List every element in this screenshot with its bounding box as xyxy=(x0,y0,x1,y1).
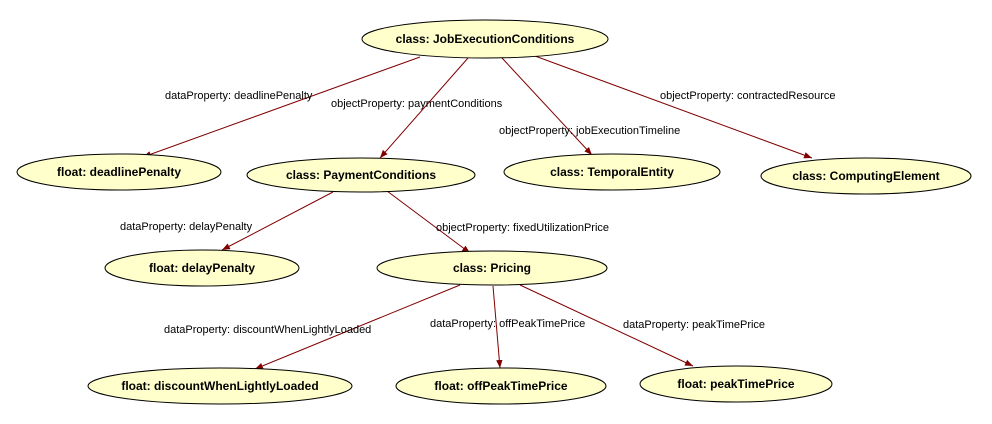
node-peak-time-price[interactable]: float: peakTimePrice xyxy=(639,365,833,403)
edge-label-pricing-peak: dataProperty: peakTimePrice xyxy=(623,319,765,331)
edge-label-job-deadline: dataProperty: deadlinePenalty xyxy=(165,90,313,102)
node-label: float: deadlinePenalty xyxy=(57,165,181,179)
edge-label-pricing-offpeak: dataProperty: offPeakTimePrice xyxy=(430,318,585,330)
node-ellipse xyxy=(760,157,972,195)
node-ellipse xyxy=(104,249,300,287)
edge-label-payment-delay: dataProperty: delayPenalty xyxy=(120,221,253,233)
node-label: float: peakTimePrice xyxy=(677,377,794,391)
node-label: float: discountWhenLightlyLoaded xyxy=(121,379,318,393)
node-deadline-penalty[interactable]: float: deadlinePenalty xyxy=(16,153,222,191)
node-label: float: offPeakTimePrice xyxy=(434,379,567,393)
node-ellipse xyxy=(361,19,609,59)
edge-payment-pricing xyxy=(386,190,471,254)
edges xyxy=(142,55,813,370)
node-label: float: delayPenalty xyxy=(149,261,255,275)
node-ellipse xyxy=(16,153,222,191)
node-delay-penalty[interactable]: float: delayPenalty xyxy=(104,249,300,287)
node-ellipse xyxy=(395,367,607,405)
edge-label-job-computing: objectProperty: contractedResource xyxy=(660,90,835,102)
edge-label-pricing-discount: dataProperty: discountWhenLightlyLoaded xyxy=(164,324,371,336)
node-ellipse xyxy=(639,365,833,403)
node-ellipse xyxy=(376,250,608,286)
edge-label-job-payment: objectProperty: paymentConditions xyxy=(331,98,503,110)
node-ellipse xyxy=(87,367,353,405)
node-payment-conditions[interactable]: class: PaymentConditions xyxy=(246,157,476,193)
node-job-execution-conditions[interactable]: class: JobExecutionConditions xyxy=(361,19,609,59)
edge-payment-delay xyxy=(221,191,334,251)
edge-job-temporal xyxy=(501,57,593,156)
node-temporal-entity[interactable]: class: TemporalEntity xyxy=(503,153,721,191)
node-ellipse xyxy=(503,153,721,191)
node-discount-when-lightly-loaded[interactable]: float: discountWhenLightlyLoaded xyxy=(87,367,353,405)
node-computing-element[interactable]: class: ComputingElement xyxy=(760,157,972,195)
node-label: class: Pricing xyxy=(453,261,531,275)
node-ellipse xyxy=(246,157,476,193)
node-off-peak-time-price[interactable]: float: offPeakTimePrice xyxy=(395,367,607,405)
node-label: class: JobExecutionConditions xyxy=(396,32,575,46)
edge-label-payment-pricing: objectProperty: fixedUtilizationPrice xyxy=(436,222,609,234)
edge-job-computing xyxy=(534,55,813,159)
node-label: class: TemporalEntity xyxy=(550,165,674,179)
node-pricing[interactable]: class: Pricing xyxy=(376,250,608,286)
edge-label-job-temporal: objectProperty: jobExecutionTimeline xyxy=(499,125,680,137)
edge-pricing-offpeak xyxy=(492,285,503,369)
edge-labels: dataProperty: deadlinePenalty objectProp… xyxy=(120,90,835,336)
edge-job-deadline xyxy=(142,56,421,158)
node-label: class: PaymentConditions xyxy=(286,168,436,182)
edge-pricing-discount xyxy=(254,284,461,370)
node-label: class: ComputingElement xyxy=(792,169,939,183)
edge-pricing-peak xyxy=(519,284,694,367)
edge-job-payment xyxy=(379,57,469,159)
